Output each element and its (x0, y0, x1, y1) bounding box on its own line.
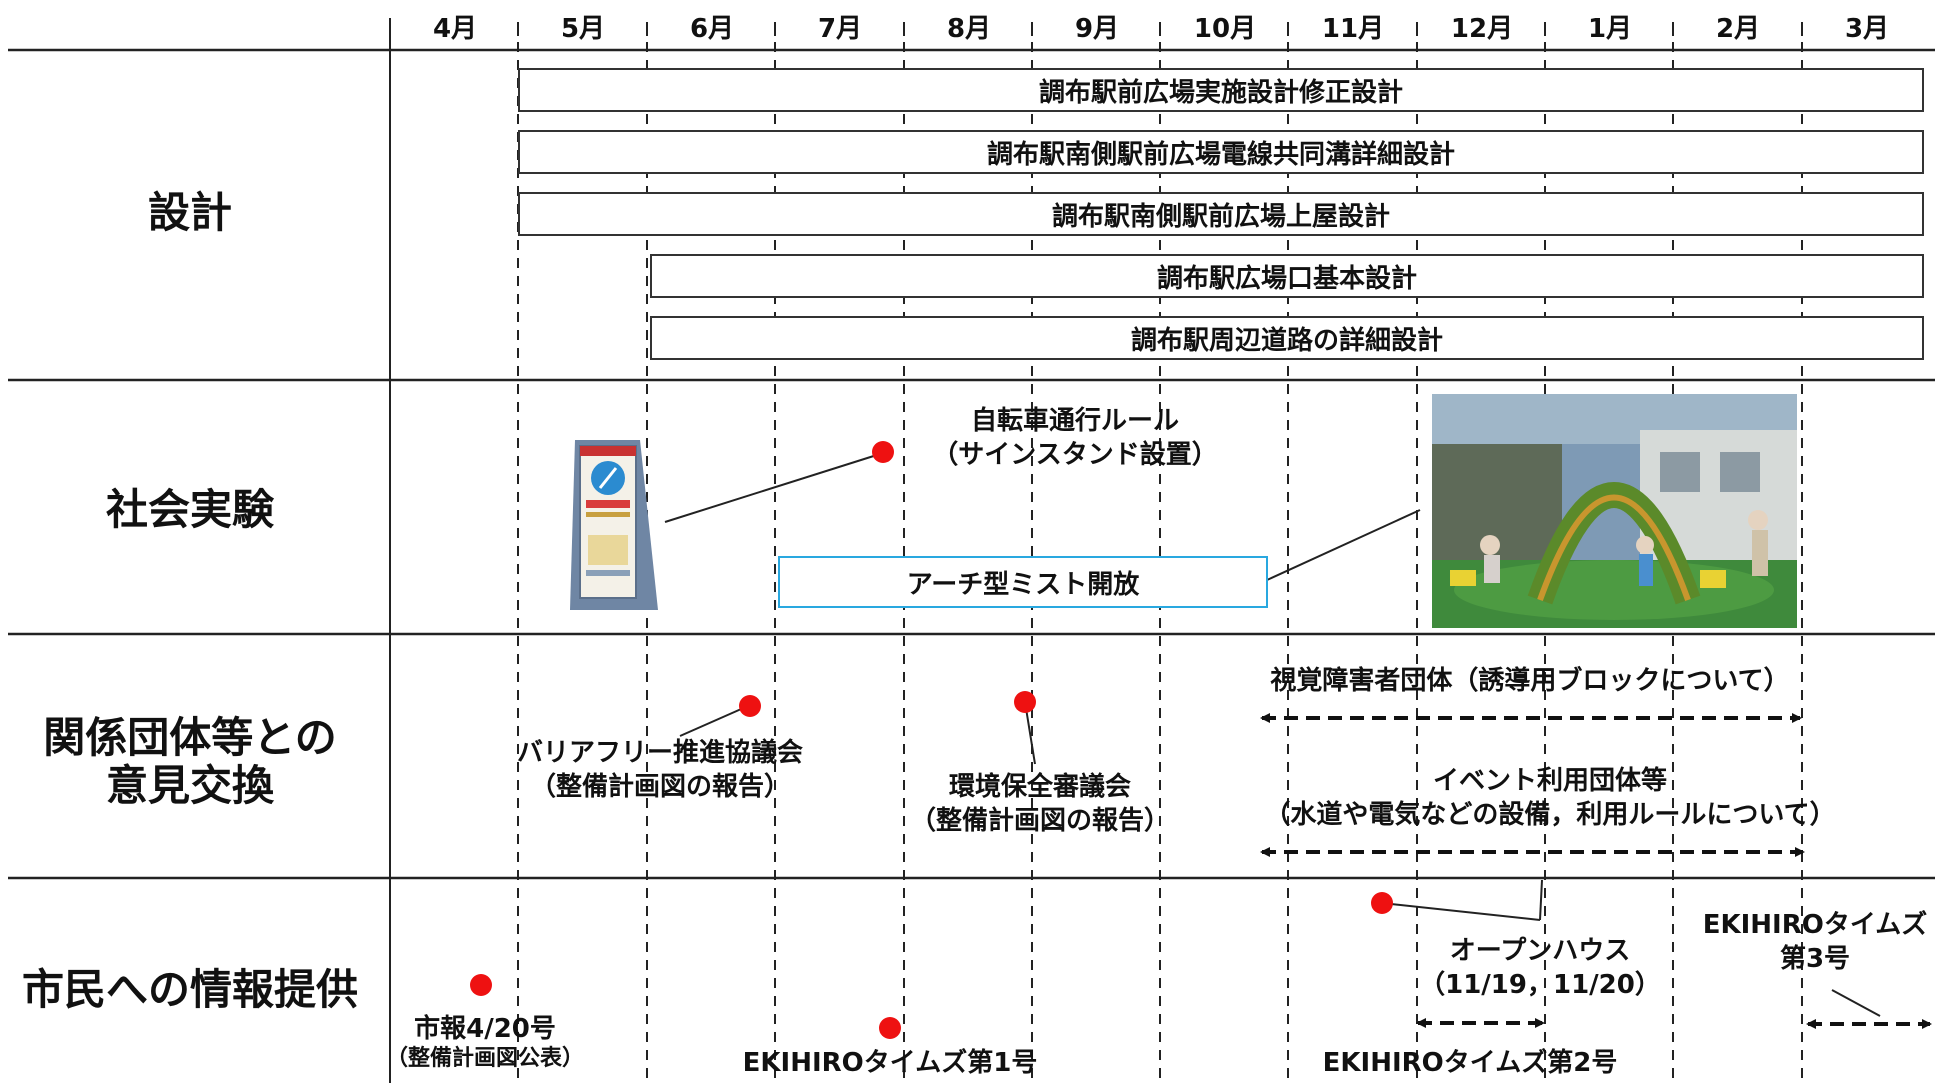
city-news-label: 市報4/20号 (414, 1014, 556, 1044)
section-design: 設計 (147, 188, 232, 237)
arch-mist-label: アーチ型ミスト開放 (778, 556, 1268, 608)
month-label: 10月 (1193, 14, 1257, 44)
environment-label: 環境保全審議会 (948, 772, 1131, 802)
environment-marker (1014, 691, 1036, 713)
month-label: 6月 (689, 14, 735, 44)
event-group-sub: （水道や電気などの設備，利用ルールについて） (1264, 800, 1836, 830)
section-experiment: 社会実験 (105, 485, 274, 534)
open-house-label: オープンハウス (1449, 936, 1631, 966)
open-house-marker (1371, 892, 1393, 914)
design-task-bar: 調布駅広場口基本設計 (650, 254, 1924, 298)
design-task-bar: 調布駅南側駅前広場上屋設計 (518, 192, 1924, 236)
section-exchange-line1: 関係団体等との (43, 713, 337, 762)
open-house-sub: （11/19，11/20） (1419, 970, 1661, 1000)
bicycle-rule-sub: （サインスタンド設置） (932, 440, 1218, 470)
month-label: 1月 (1587, 14, 1633, 44)
city-news-sub: （整備計画図公表） (385, 1046, 584, 1071)
month-label: 4月 (432, 14, 478, 44)
design-task-bar: 調布駅前広場実施設計修正設計 (518, 68, 1924, 112)
month-label: 3月 (1844, 14, 1890, 44)
month-label: 7月 (817, 14, 863, 44)
environment-sub: （整備計画図の報告） (909, 806, 1170, 836)
barrier-free-marker (739, 695, 761, 717)
ekihiro1-label: EKIHIROタイムズ第1号 (742, 1048, 1038, 1078)
ekihiro3-label: EKIHIROタイムズ (1702, 910, 1928, 940)
design-task-bar: 調布駅周辺道路の詳細設計 (650, 316, 1924, 360)
sign-stand-image (570, 440, 658, 610)
ekihiro2-label: EKIHIROタイムズ第2号 (1322, 1048, 1618, 1078)
bicycle-marker (872, 441, 894, 463)
section-exchange-line2: 意見交換 (105, 761, 274, 810)
leader-lines (664, 453, 1881, 1017)
event-group-label: イベント利用団体等 (1432, 766, 1667, 796)
month-boundaries (517, 42, 1803, 1083)
design-task-bar: 調布駅南側駅前広場電線共同溝詳細設計 (518, 130, 1924, 174)
month-label: 2月 (1715, 14, 1761, 44)
month-label: 5月 (560, 14, 606, 44)
visual-group-label: 視覚障害者団体（誘導用ブロックについて） (1270, 666, 1790, 696)
month-label: 9月 (1074, 14, 1120, 44)
ekihiro3-sub: 第3号 (1779, 944, 1851, 974)
section-info: 市民への情報提供 (21, 965, 358, 1014)
month-label: 11月 (1321, 14, 1385, 44)
arch-mist-photo (1432, 394, 1797, 628)
month-label: 8月 (946, 14, 992, 44)
ekihiro1-marker (879, 1017, 901, 1039)
barrier-free-label: バリアフリー推進協議会 (516, 738, 803, 768)
month-label: 12月 (1450, 14, 1514, 44)
city-news-marker (470, 974, 492, 996)
barrier-free-sub: （整備計画図の報告） (529, 772, 790, 802)
bicycle-rule-title: 自転車通行ルール (970, 406, 1179, 436)
